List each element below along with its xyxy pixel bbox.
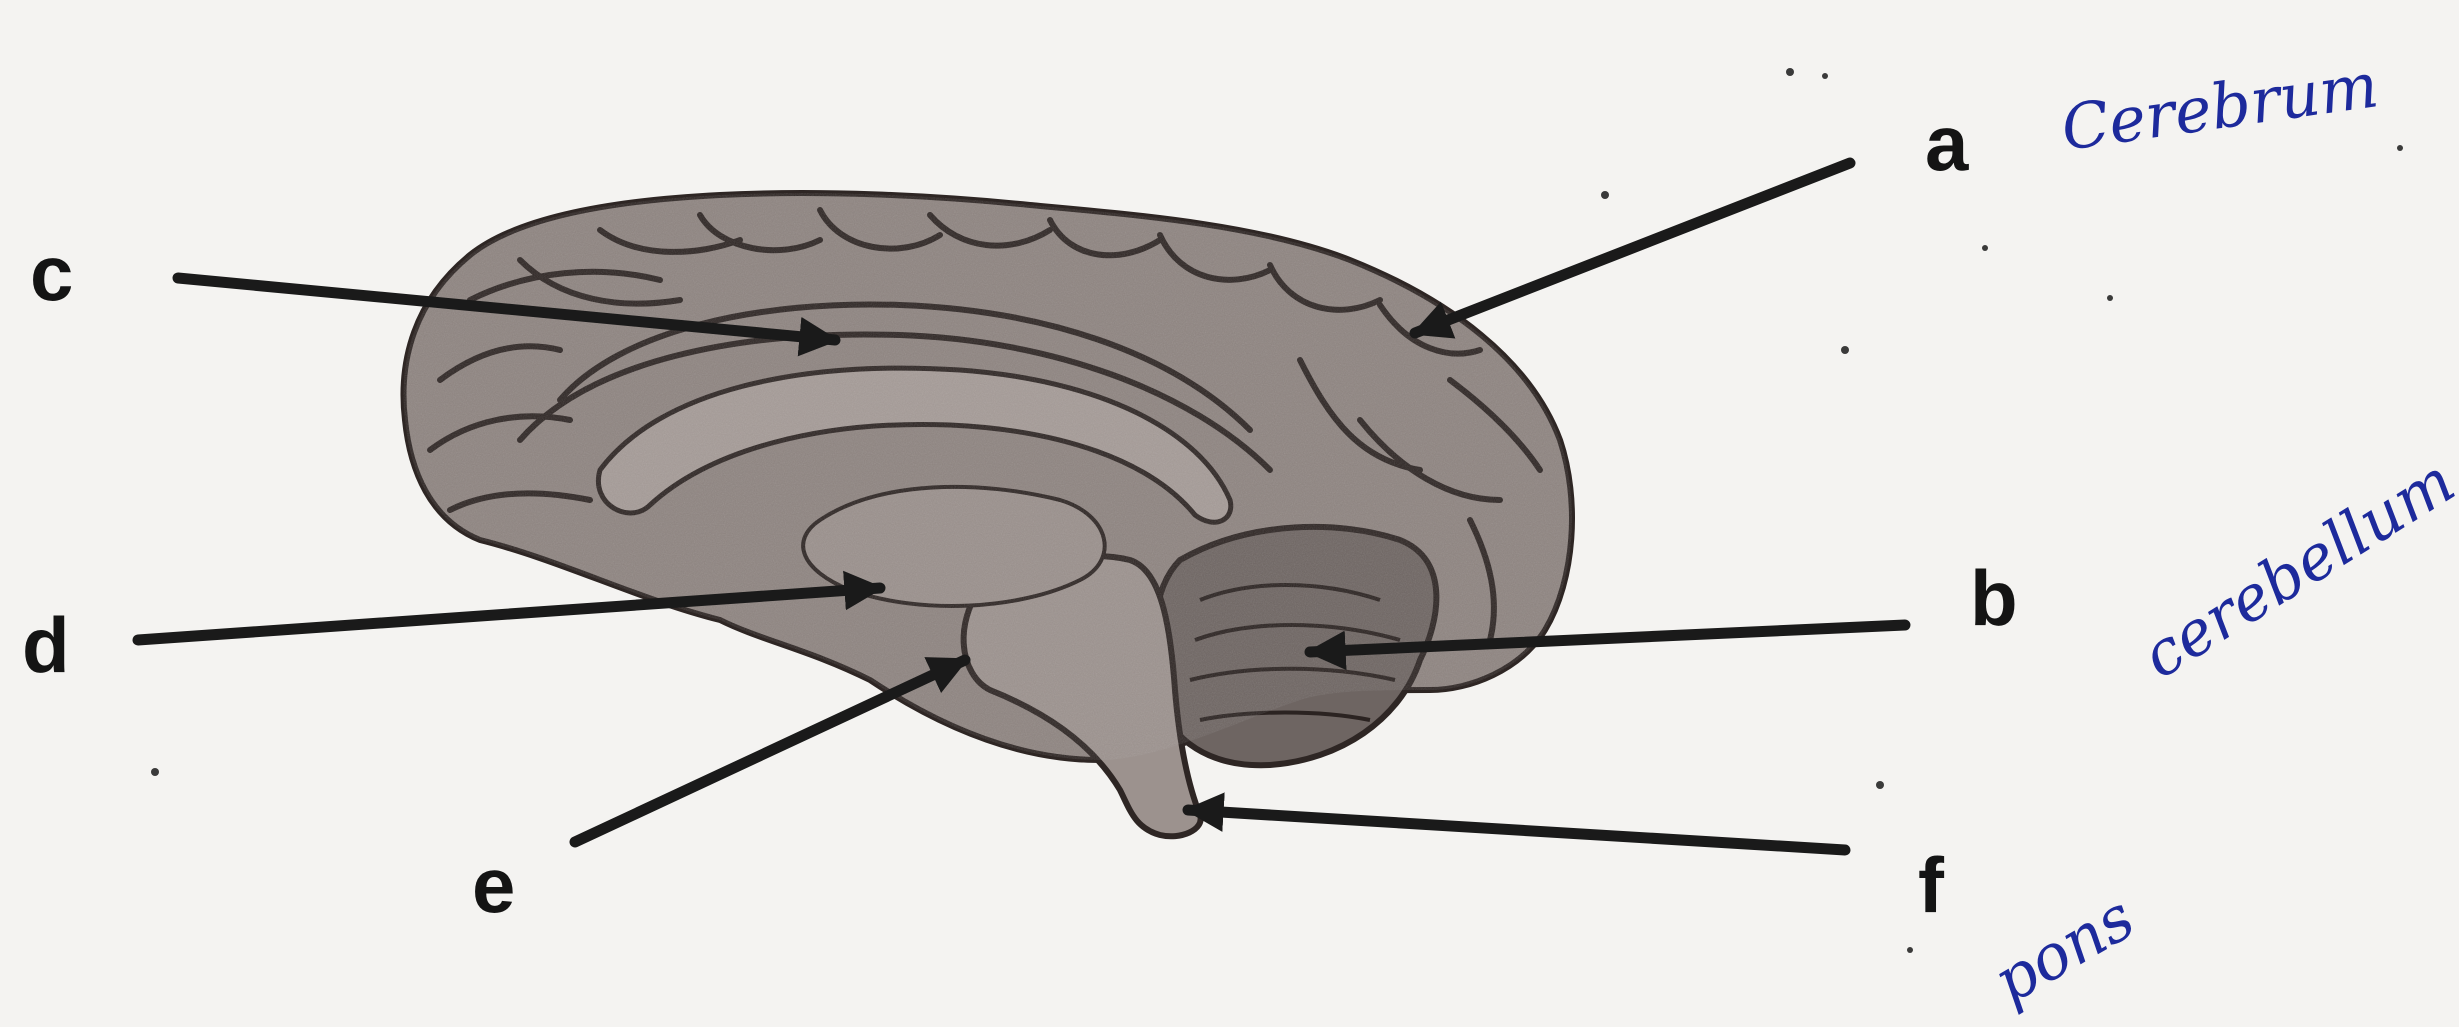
label-e: e (472, 841, 515, 929)
arrow-f (1188, 810, 1845, 850)
handwritten-answer-b: cerebellum (2129, 444, 2459, 693)
label-f: f (1918, 841, 1945, 929)
handwritten-answer-f: pons (1981, 880, 2146, 1018)
label-a: a (1925, 99, 1969, 187)
label-b: b (1970, 554, 2018, 642)
arrow-e (575, 660, 965, 842)
handwritten-answers: Cerebrum cerebellum pons (1981, 48, 2459, 1018)
label-c: c (30, 229, 73, 317)
arrow-a (1415, 163, 1850, 333)
label-d: d (22, 601, 70, 689)
handwritten-answer-a: Cerebrum (2057, 48, 2383, 165)
brain-illustration (404, 193, 1572, 836)
